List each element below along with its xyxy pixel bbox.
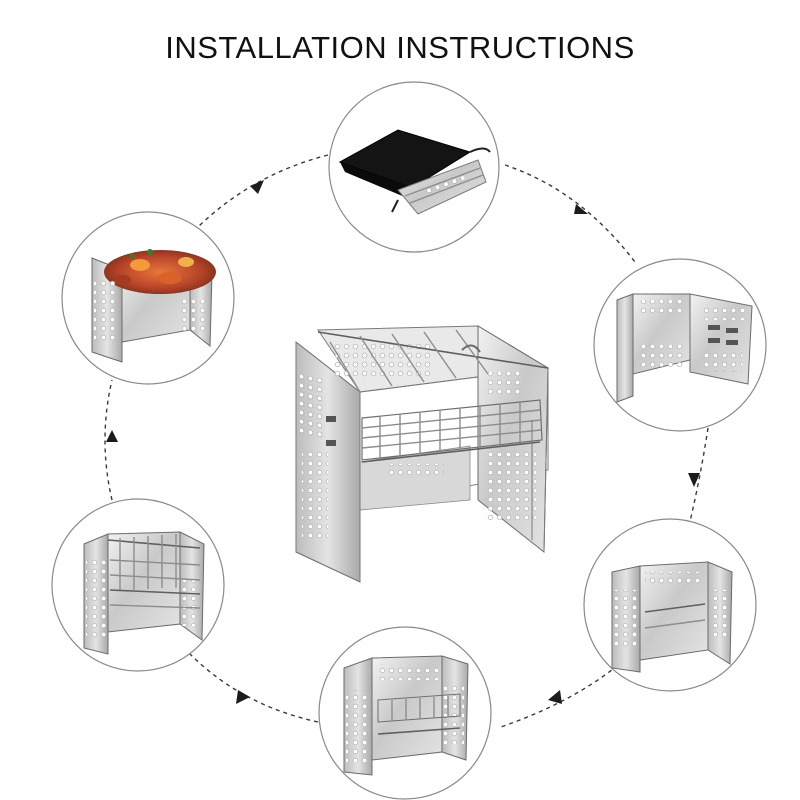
flow-segment-3 xyxy=(687,427,709,531)
flow-segment-5 xyxy=(187,651,319,723)
step-cooking-food xyxy=(61,211,235,385)
step-box-formed xyxy=(583,518,757,692)
flow-segment-1 xyxy=(194,154,329,231)
step-storage-bag xyxy=(328,81,500,253)
step-rack-installed xyxy=(51,498,225,672)
storage-bag-icon xyxy=(338,129,491,215)
arrow-icon xyxy=(250,180,264,194)
flow-segment-6 xyxy=(104,379,113,501)
arrow-icon xyxy=(548,690,562,704)
grid-icon xyxy=(343,655,469,776)
step-unfolded-panels xyxy=(593,258,767,432)
arrow-icon xyxy=(106,430,118,442)
assembled-grill xyxy=(295,325,550,583)
food-icon xyxy=(91,249,216,363)
page-title: INSTALLATION INSTRUCTIONS xyxy=(165,30,635,65)
flow-arrows xyxy=(106,180,700,704)
flow-segment-2 xyxy=(504,164,636,263)
box-icon xyxy=(611,561,733,673)
arrow-icon xyxy=(236,690,250,704)
panels-icon xyxy=(616,293,753,403)
step-grid-inserted xyxy=(318,626,492,800)
rack-icon xyxy=(83,531,205,655)
arrow-icon xyxy=(574,204,588,214)
arrow-icon xyxy=(688,473,700,487)
flow-path xyxy=(104,154,709,729)
